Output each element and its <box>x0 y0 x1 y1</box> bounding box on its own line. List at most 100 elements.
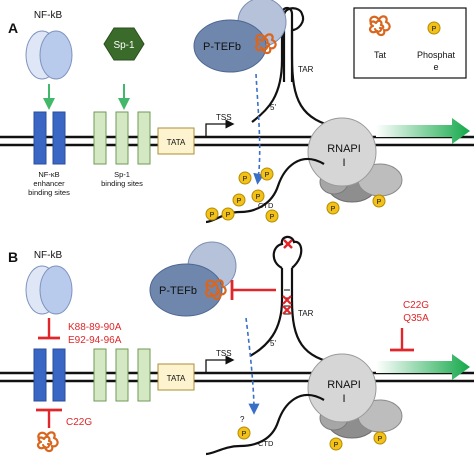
phosphate-1-b: P <box>237 426 251 440</box>
nfkb-label-a: NF-kB <box>34 10 63 21</box>
legend-phosphate-label-1: Phosphat <box>417 50 456 60</box>
five-prime-label-a: 5' <box>270 103 276 112</box>
sp1-site-1-a <box>93 111 107 165</box>
nfkb-sites-label-3: binding sites <box>28 188 70 197</box>
mutation-nfkb-label-2: E92-94-96A <box>68 335 122 346</box>
mutation-right-label-1: C22G <box>403 300 429 311</box>
sp1-site-3-a <box>137 111 151 165</box>
rnapii-label-1-b: RNAPI <box>327 379 361 391</box>
phosphorylation-arrow-b <box>245 317 260 415</box>
tar-label-b: TAR <box>298 309 314 318</box>
legend-tat-label: Tat <box>374 50 387 60</box>
legend-phosphate-icon: P <box>427 21 441 35</box>
phosphate-2-a: P <box>260 167 274 181</box>
phosphate-2-b: P <box>329 437 343 451</box>
five-prime-label-b: 5' <box>270 339 276 348</box>
sp1-site-2-b <box>115 348 129 402</box>
phosphate-7-a: P <box>265 209 279 223</box>
svg-text:P: P <box>377 199 382 206</box>
ctd-label-a: CTD <box>258 201 274 210</box>
tar-loop-b <box>272 235 303 269</box>
tar-loop-a <box>282 7 305 32</box>
ctd-tail-b <box>205 393 325 456</box>
phosphate-5-a: P <box>221 207 235 221</box>
svg-text:P: P <box>237 198 242 205</box>
phosphate-6-a: P <box>205 207 219 221</box>
phosphate-1-a: P <box>238 171 252 185</box>
svg-text:P: P <box>334 442 339 449</box>
sp1-hexagon-a <box>103 27 145 61</box>
svg-text:P: P <box>210 212 215 219</box>
mutation-nfkb-label-1: K88-89-90A <box>68 322 122 333</box>
sp1-site-2-a <box>115 111 129 165</box>
tar-label-a: TAR <box>298 65 314 74</box>
svg-text:P: P <box>256 194 261 201</box>
panel-b-letter: B <box>8 249 18 265</box>
svg-text:P: P <box>378 436 383 443</box>
legend-phosphate-label-2: e <box>433 62 438 72</box>
ptefb-label-a: P-TEFb <box>203 41 241 53</box>
tss-label-a: TSS <box>216 113 232 122</box>
svg-text:P: P <box>265 172 270 179</box>
mutation-c22g-label: C22G <box>66 417 92 428</box>
ctd-label-b: CTD <box>258 439 274 448</box>
question-label-b: ? <box>240 415 245 424</box>
tat-protein-b-bottom <box>36 431 59 453</box>
tar-rna-left-b <box>249 268 284 357</box>
ctd-tail-a <box>205 157 325 224</box>
enhancer-site-1-a <box>33 111 47 165</box>
tar-bulge-x-icon-1 <box>282 295 292 305</box>
tata-box-b <box>157 363 195 391</box>
tar-bulge-x-icon-2 <box>282 305 292 315</box>
enhancer-site-1-b <box>33 348 47 402</box>
rnapii-label-2-b: I <box>342 393 345 405</box>
svg-text:P: P <box>243 176 248 183</box>
panel-b: B NF-kB K88-89-90A E92-94-96A C22G TATA <box>0 235 474 456</box>
phosphate-4-a: P <box>232 193 246 207</box>
transcription-arrow-a <box>376 118 470 144</box>
phosphorylation-arrow-a <box>253 73 265 185</box>
tss-label-b: TSS <box>216 349 232 358</box>
mutation-right-label-2: Q35A <box>403 313 429 324</box>
nfkb-sites-label-2: enhancer <box>33 179 65 188</box>
nfkb-label-b: NF-kB <box>34 250 63 261</box>
tss-arrow-a <box>205 119 235 136</box>
sp1-site-3-b <box>137 348 151 402</box>
panel-a-letter: A <box>8 20 18 36</box>
svg-text:P: P <box>270 214 275 221</box>
enhancer-site-2-b <box>52 348 66 402</box>
rnapii-complex-a <box>307 117 403 203</box>
tar-loop-x-icon <box>283 239 293 249</box>
ptefb-complex-b <box>149 241 237 317</box>
sp1-site-1-b <box>93 348 107 402</box>
svg-text:P: P <box>432 26 437 33</box>
rnapii-complex-b <box>307 353 403 439</box>
transcription-arrow-b <box>376 354 470 380</box>
nfkb-dimer-a <box>25 30 73 80</box>
tata-box-a <box>157 127 195 155</box>
ptefb-label-b: P-TEFb <box>159 285 197 297</box>
sp1-sites-label-1: Sp-1 <box>114 170 130 179</box>
legend: Tat P Phosphat e <box>353 7 467 79</box>
sp1-label-a: Sp-1 <box>113 40 135 51</box>
phosphate-3-a: P <box>251 189 265 203</box>
panel-a: A NF-kB Sp-1 NF-κB enhancer binding site… <box>0 0 474 224</box>
svg-text:P: P <box>226 212 231 219</box>
tata-label-a: TATA <box>167 138 186 147</box>
enhancer-site-2-a <box>52 111 66 165</box>
phosphate-3-b: P <box>373 431 387 445</box>
nfkb-sites-label-1: NF-κB <box>38 170 59 179</box>
tata-label-b: TATA <box>167 374 186 383</box>
svg-text:P: P <box>331 206 336 213</box>
tar-rna-left-a <box>251 6 294 123</box>
phosphate-9-a: P <box>372 194 386 208</box>
phosphate-8-a: P <box>326 201 340 215</box>
tss-arrow-b <box>205 355 235 372</box>
sp1-sites-label-2: binding sites <box>101 179 143 188</box>
svg-text:P: P <box>242 431 247 438</box>
rnapii-label-1-a: RNAPI <box>327 143 361 155</box>
nfkb-dimer-b <box>25 265 73 315</box>
legend-box <box>353 7 467 79</box>
rnapii-label-2-a: I <box>342 157 345 169</box>
